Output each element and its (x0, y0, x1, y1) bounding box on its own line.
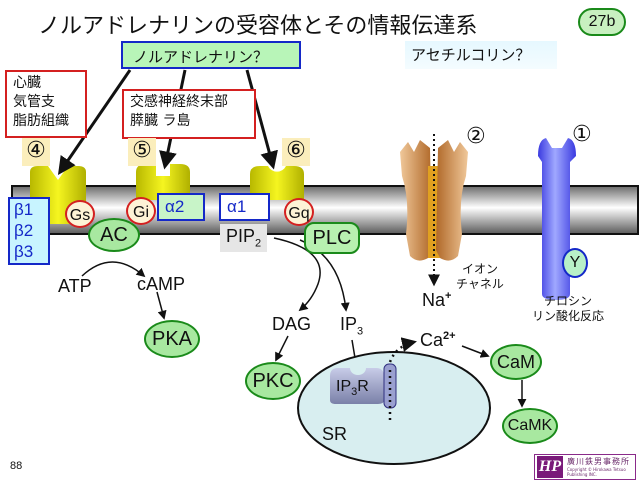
tyrosine-kinase-label-line2: リン酸化反応 (532, 309, 605, 323)
tissue-heart: 心臓 (13, 75, 41, 91)
ip3-label: IP3 (340, 314, 363, 338)
receptor-number-2: ② (466, 124, 486, 149)
tissue-adipose: 脂肪組織 (13, 113, 69, 129)
g-protein-gq: Gq (284, 198, 314, 226)
slide-number-badge: 27b (578, 8, 626, 36)
ip3r-subscript: 3 (351, 386, 358, 399)
receptor-number-4: ④ (22, 138, 50, 166)
g-protein-gi: Gi (126, 197, 156, 225)
receptor-number-5: ⑤ (128, 138, 156, 166)
sodium-charge: + (445, 290, 452, 302)
dag-label: DAG (272, 314, 312, 334)
beta-subtypes-box: β1 β2 β3 (8, 197, 50, 265)
ion-channel-right (436, 140, 468, 261)
beta-tissue-box: 心臓 気管支 脂肪組織 (5, 70, 87, 138)
subtype-beta1: β1 (14, 200, 34, 219)
tissue-bronchi: 気管支 (13, 94, 55, 110)
acetylcholine-label: アセチルコリン？ (405, 41, 557, 69)
enzyme-ac: AC (88, 218, 140, 252)
atp-label: ATP (58, 276, 92, 296)
dag-pkc-arrow (275, 335, 289, 362)
alpha1-receptor (250, 166, 304, 200)
sodium-label: Na+ (422, 290, 451, 311)
subtype-beta3: β3 (14, 242, 34, 261)
receptor-number-6: ⑥ (282, 138, 310, 166)
ion-channel-left (400, 140, 432, 261)
ip3r-text: IP (336, 378, 352, 395)
pip2-subscript: 2 (255, 237, 262, 250)
page-title: ノルアドレナリンの受容体とその情報伝達系 (38, 14, 478, 39)
ion-channel-label: イオン チャネル (456, 262, 504, 292)
ip3r-label: IP3R (336, 378, 369, 398)
publisher-name: 廣川鉄男事務所 (567, 457, 630, 466)
tissue-sympathetic-terminal: 交感神経終末部 (130, 94, 228, 110)
pip2-text: PIP (226, 226, 256, 246)
tyrosine-kinase-label-line1: チロシン (544, 294, 593, 308)
publisher-copyright: Copyright © Hirokawa Tetsuo Publishing I… (567, 467, 626, 477)
pip2-dag-arrow (273, 237, 321, 312)
g-protein-gs: Gs (65, 200, 95, 228)
subtype-alpha1: α1 (219, 193, 270, 221)
alpha2-tissue-box: 交感神経終末部 膵臓 ラ島 (122, 89, 256, 139)
logo-mark-icon: HP (537, 456, 563, 478)
kinase-camk: CaMK (502, 408, 558, 444)
pip2-label: PIP2 (220, 224, 268, 252)
tyrosine-kinase-label: チロシン リン酸化反応 (532, 294, 604, 324)
sr-label: SR (322, 424, 348, 444)
page-number: 88 (10, 460, 23, 472)
ip3-text: IP (340, 314, 358, 334)
kinase-pkc: PKC (245, 362, 301, 400)
camp-pka-arrow (156, 291, 167, 320)
receptor-number-1: ① (572, 122, 592, 147)
arrow-to-alpha1 (245, 69, 278, 170)
ip3-subscript: 3 (357, 325, 364, 338)
ion-channel-label-line1: イオン (462, 262, 499, 276)
noradrenaline-label: ノルアドレナリン？ (121, 41, 301, 69)
calcium-text: Ca (420, 330, 444, 350)
ion-channel-label-line2: チャネル (456, 277, 504, 291)
calmodulin: CaM (490, 344, 542, 380)
calcium-charge: 2+ (443, 330, 456, 342)
arrow-to-beta (57, 69, 132, 175)
publisher-logo: HP 廣川鉄男事務所 Copyright © Hirokawa Tetsuo P… (534, 454, 636, 480)
subtype-alpha2: α2 (157, 193, 205, 221)
kinase-pka: PKA (144, 320, 200, 358)
sodium-text: Na (422, 290, 446, 310)
enzyme-plc: PLC (304, 222, 360, 254)
ip3r-suffix: R (357, 378, 369, 395)
alpha2-receptor (136, 164, 190, 200)
tissue-pancreatic-islet: 膵臓 ラ島 (130, 113, 191, 129)
atp-camp-arrow (81, 261, 146, 278)
ip3r-channel (330, 368, 384, 404)
subtype-beta2: β2 (14, 221, 34, 240)
calcium-label: Ca2+ (420, 330, 456, 351)
tyrosine-residue: Y (562, 248, 588, 278)
ca-cam-arrow (461, 345, 490, 358)
camp-label: cAMP (137, 274, 186, 294)
